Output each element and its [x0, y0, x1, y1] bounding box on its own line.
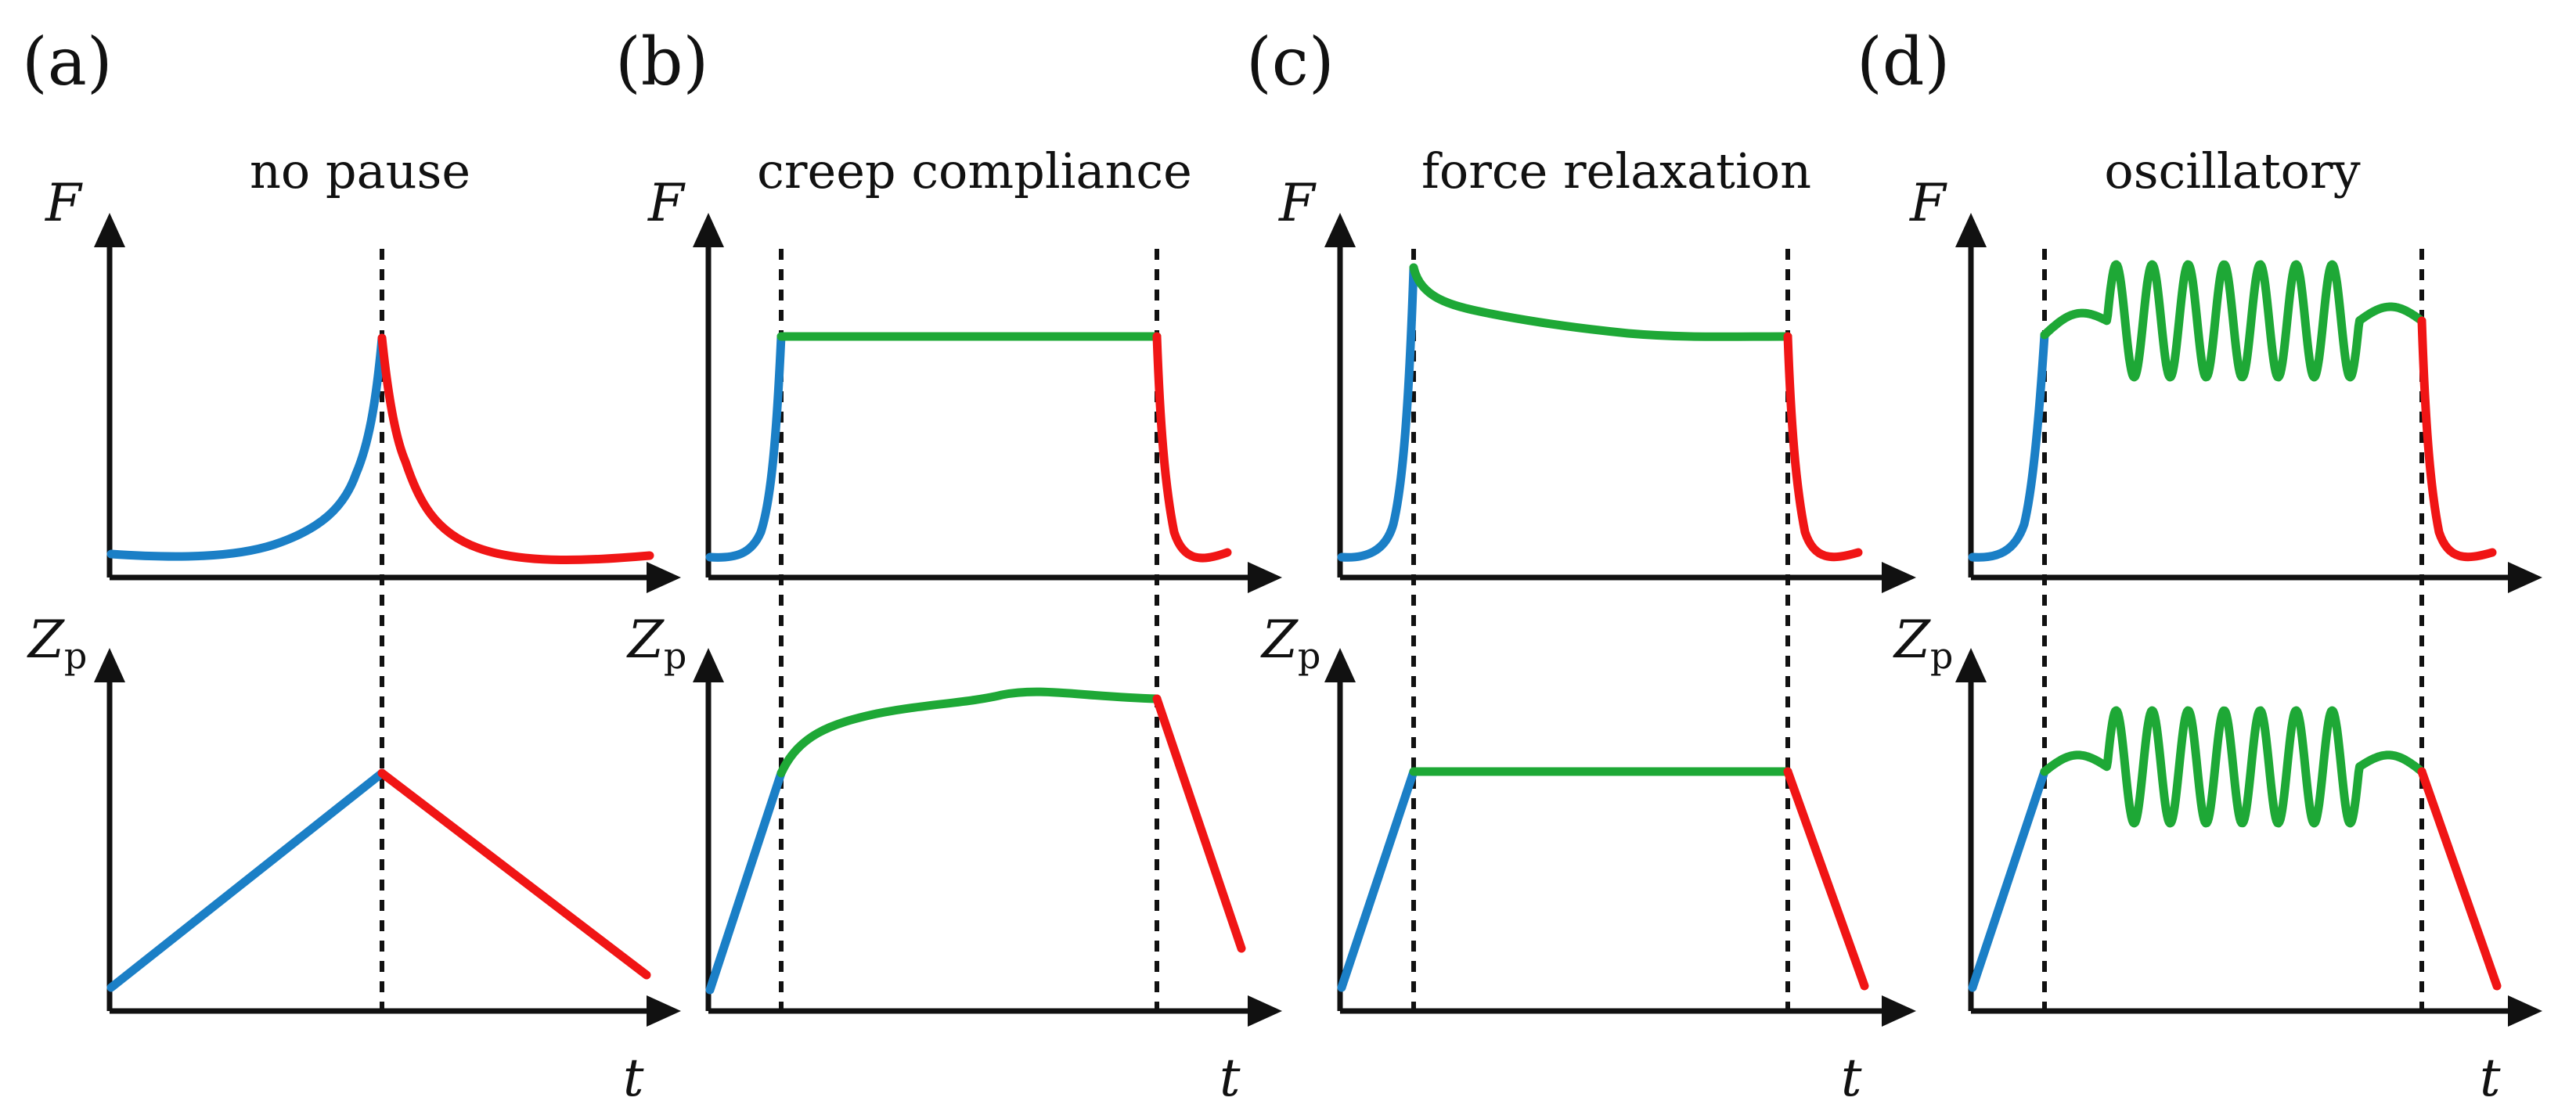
panel-letter-a: (a) [22, 23, 113, 100]
panel-a: (a) no pause F Zp t [22, 23, 681, 1108]
z-axes-d: Zp t [1893, 610, 2542, 1108]
force-retract-curve-c [1783, 332, 1863, 562]
time-axis-label-b: t [1220, 1048, 1241, 1108]
force-axis-label-d: F [1909, 173, 1947, 233]
panel-title-b: creep compliance [757, 142, 1192, 200]
z-oscillation-curve-d [2040, 706, 2426, 828]
panel-letter-c: (c) [1246, 23, 1335, 100]
z-axes-b: Zp t [626, 610, 1282, 1108]
z-retract-line-c [1783, 767, 1869, 991]
force-approach-curve-c [1337, 263, 1418, 562]
force-relax-curve-c [1409, 263, 1792, 341]
force-axes-a: F [45, 173, 681, 593]
z-axis-label-d: Zp [1893, 610, 1953, 677]
panel-c: (c) force relaxation F Zp t [1246, 23, 1916, 1108]
panel-letter-b: (b) [615, 23, 708, 100]
z-axes-a: Zp t [27, 610, 681, 1108]
force-axis-label-a: F [45, 173, 83, 233]
z-approach-line-a [106, 768, 387, 992]
force-approach-curve-d [1968, 330, 2049, 562]
panel-letter-d: (d) [1857, 23, 1950, 100]
panel-b: (b) creep compliance F Zp t [615, 23, 1282, 1108]
z-axis-label-c: Zp [1260, 610, 1320, 677]
z-hold-curve-b [776, 687, 1162, 778]
panel-title-a: no pause [250, 142, 470, 200]
force-oscillation-curve-d [2040, 260, 2426, 382]
z-approach-line-b [705, 768, 786, 995]
time-axis-label-c: t [1841, 1048, 1862, 1108]
panel-d: (d) oscillatory F Zp t [1857, 23, 2542, 1108]
force-approach-curve-a [106, 333, 387, 561]
force-axes-b: F [647, 173, 1282, 593]
force-axes-d: F [1909, 173, 2542, 593]
force-retract-curve-d [2417, 316, 2497, 562]
force-retract-curve-a [377, 333, 654, 565]
z-axis-label-a: Zp [27, 610, 87, 677]
z-axis-label-b: Zp [626, 610, 686, 677]
force-retract-curve-b [1152, 332, 1232, 563]
z-approach-line-c [1337, 767, 1418, 992]
force-axes-c: F [1278, 173, 1916, 593]
force-approach-curve-b [705, 332, 786, 562]
time-axis-label-a: t [623, 1048, 644, 1108]
time-axis-label-d: t [2480, 1048, 2501, 1108]
z-retract-line-a [377, 768, 651, 980]
force-axis-label-b: F [647, 173, 686, 233]
z-axes-c: Zp t [1260, 610, 1916, 1108]
z-retract-line-d [2417, 767, 2502, 991]
panel-title-c: force relaxation [1421, 142, 1811, 200]
z-retract-line-b [1152, 694, 1246, 953]
force-axis-label-c: F [1278, 173, 1317, 233]
z-approach-line-d [1968, 767, 2049, 992]
panel-title-d: oscillatory [2104, 142, 2360, 200]
